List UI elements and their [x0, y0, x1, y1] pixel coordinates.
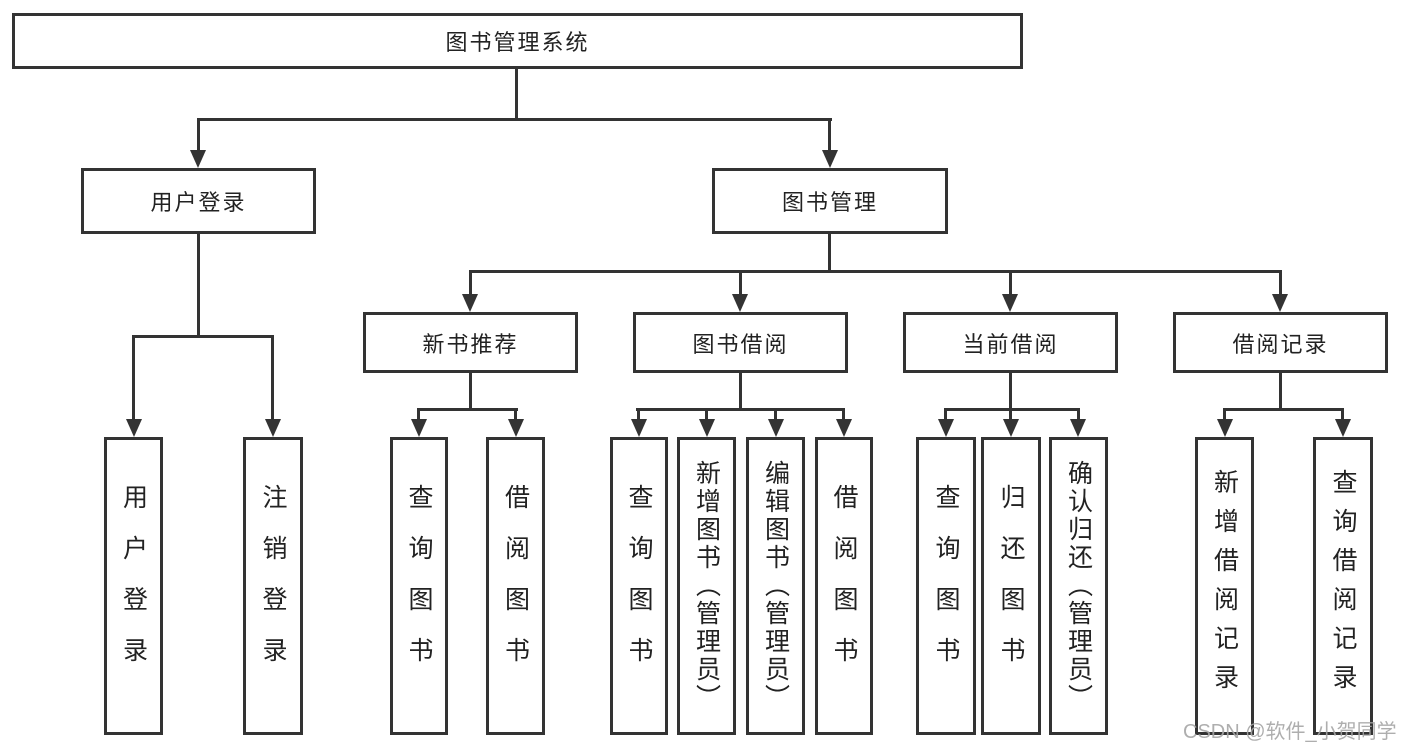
leaf-user-login-label: 用户登录 — [119, 484, 148, 688]
connector-line — [197, 118, 200, 151]
arrowhead-down-icon — [126, 419, 142, 437]
connector-line — [1009, 270, 1012, 296]
connector-line — [469, 373, 472, 411]
leaf-add-borrow-record-label: 新增借阅记录 — [1210, 469, 1239, 703]
arrowhead-down-icon — [836, 419, 852, 437]
leaf-edit-book-admin-label: 编辑图书（管理员） — [761, 460, 790, 712]
connector-line — [1341, 408, 1344, 421]
node-new-book-recommend: 新书推荐 — [363, 312, 578, 373]
connector-line — [514, 408, 517, 421]
leaf-add-book-admin-label: 新增图书（管理员） — [692, 460, 721, 712]
connector-line — [636, 408, 844, 411]
arrowhead-down-icon — [631, 419, 647, 437]
connector-line — [197, 234, 200, 338]
connector-line — [739, 270, 742, 296]
arrowhead-down-icon — [1217, 419, 1233, 437]
arrowhead-down-icon — [190, 150, 206, 168]
arrowhead-down-icon — [265, 419, 281, 437]
connector-line — [842, 408, 845, 421]
leaf-confirm-return-admin-label: 确认归还（管理员） — [1064, 460, 1093, 712]
connector-line — [271, 335, 274, 421]
connector-line — [469, 270, 472, 296]
leaf-query-borrow-record-label: 查询借阅记录 — [1329, 469, 1357, 703]
node-root: 图书管理系统 — [12, 13, 1023, 69]
arrowhead-down-icon — [822, 150, 838, 168]
node-borrow-records: 借阅记录 — [1173, 312, 1388, 373]
arrowhead-down-icon — [699, 419, 715, 437]
leaf-edit-book-admin: 编辑图书（管理员） — [746, 437, 805, 735]
leaf-add-borrow-record: 新增借阅记录 — [1195, 437, 1254, 735]
leaf-query-books-borrow: 查询图书 — [610, 437, 668, 735]
leaf-user-login: 用户登录 — [104, 437, 163, 735]
leaf-borrow-books-recommend-label: 借阅图书 — [501, 484, 530, 688]
connector-line — [944, 408, 947, 421]
leaf-add-book-admin: 新增图书（管理员） — [677, 437, 736, 735]
connector-line — [828, 234, 831, 273]
connector-line — [417, 408, 420, 421]
leaf-logout-label: 注销登录 — [259, 484, 287, 688]
arrowhead-down-icon — [1272, 294, 1288, 312]
connector-line — [197, 118, 832, 121]
connector-line — [739, 373, 742, 411]
leaf-query-books-recommend-label: 查询图书 — [405, 484, 433, 688]
node-current-borrow-label: 当前借阅 — [962, 331, 1059, 357]
node-book-management: 图书管理 — [712, 168, 948, 234]
node-current-borrow: 当前借阅 — [903, 312, 1118, 373]
leaf-query-books-current: 查询图书 — [916, 437, 976, 735]
leaf-return-book: 归还图书 — [981, 437, 1041, 735]
connector-line — [774, 408, 777, 421]
node-book-borrow: 图书借阅 — [633, 312, 848, 373]
connector-line — [1009, 373, 1012, 411]
connector-line — [417, 408, 518, 411]
leaf-query-books-borrow-label: 查询图书 — [625, 484, 653, 688]
leaf-borrow-books: 借阅图书 — [815, 437, 873, 735]
connector-line — [469, 270, 1282, 273]
arrowhead-down-icon — [1003, 419, 1019, 437]
node-user-login: 用户登录 — [81, 168, 316, 234]
connector-line — [1223, 408, 1344, 411]
leaf-query-books-current-label: 查询图书 — [932, 484, 960, 688]
node-book-management-label: 图书管理 — [781, 190, 878, 215]
leaf-borrow-books-label: 借阅图书 — [830, 484, 858, 688]
connector-line — [828, 118, 831, 151]
leaf-confirm-return-admin: 确认归还（管理员） — [1049, 437, 1108, 735]
leaf-logout: 注销登录 — [243, 437, 303, 735]
leaf-query-books-recommend: 查询图书 — [390, 437, 448, 735]
connector-line — [1279, 270, 1282, 296]
node-root-label: 图书管理系统 — [445, 30, 590, 55]
connector-line — [515, 69, 518, 121]
arrowhead-down-icon — [1335, 419, 1351, 437]
connector-line — [705, 408, 708, 421]
arrowhead-down-icon — [732, 294, 748, 312]
connector-line — [944, 408, 1080, 411]
connector-line — [1223, 408, 1226, 421]
arrowhead-down-icon — [1002, 294, 1018, 312]
connector-line — [1279, 373, 1282, 411]
arrowhead-down-icon — [411, 419, 427, 437]
connector-line — [1009, 408, 1012, 421]
arrowhead-down-icon — [508, 419, 524, 437]
arrowhead-down-icon — [938, 419, 954, 437]
leaf-return-book-label: 归还图书 — [997, 484, 1025, 688]
connector-line — [637, 408, 640, 421]
arrowhead-down-icon — [1070, 419, 1086, 437]
arrowhead-down-icon — [768, 419, 784, 437]
connector-line — [132, 335, 274, 338]
node-borrow-records-label: 借阅记录 — [1232, 331, 1329, 357]
node-new-book-recommend-label: 新书推荐 — [422, 331, 519, 357]
node-user-login-label: 用户登录 — [150, 190, 247, 215]
node-book-borrow-label: 图书借阅 — [692, 331, 789, 357]
connector-line — [1077, 408, 1080, 421]
watermark: CSDN @软件_小贺同学 — [1183, 721, 1397, 743]
connector-line — [132, 335, 135, 421]
leaf-query-borrow-record: 查询借阅记录 — [1313, 437, 1373, 735]
leaf-borrow-books-recommend: 借阅图书 — [486, 437, 545, 735]
arrowhead-down-icon — [462, 294, 478, 312]
